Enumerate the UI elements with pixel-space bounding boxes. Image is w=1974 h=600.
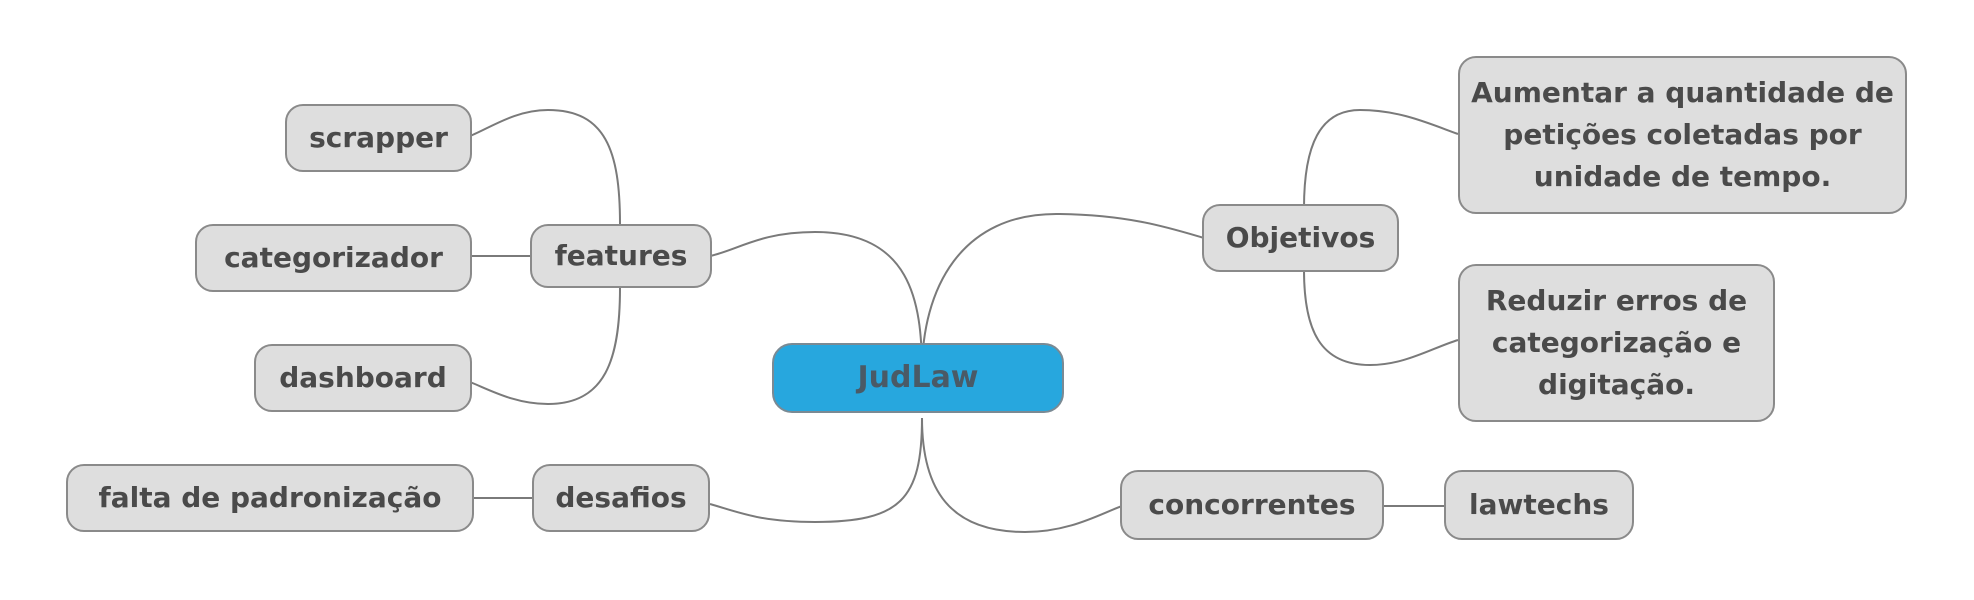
connector-objetivos-reduzir bbox=[1303, 269, 1459, 367]
connector-features-dashboard bbox=[469, 287, 621, 406]
objetivo-reduzir-node[interactable]: Reduzir erros de categorização e digitaç… bbox=[1458, 264, 1775, 422]
connector-features-scrapper bbox=[469, 108, 621, 225]
objetivos-node[interactable]: Objetivos bbox=[1202, 204, 1399, 272]
connector-root-objetivos bbox=[921, 212, 1205, 373]
connector-root-features bbox=[709, 230, 923, 373]
lawtechs-node[interactable]: lawtechs bbox=[1444, 470, 1634, 540]
connector-root-desafios bbox=[709, 417, 923, 524]
dashboard-node[interactable]: dashboard bbox=[254, 344, 472, 412]
root-node-judlaw[interactable]: JudLaw bbox=[772, 343, 1064, 413]
desafios-node[interactable]: desafios bbox=[532, 464, 710, 532]
connector-root-concorrentes bbox=[921, 417, 1123, 534]
categorizador-node[interactable]: categorizador bbox=[195, 224, 472, 292]
falta-de-padronizacao-node[interactable]: falta de padronização bbox=[66, 464, 474, 532]
features-node[interactable]: features bbox=[530, 224, 712, 288]
concorrentes-node[interactable]: concorrentes bbox=[1120, 470, 1384, 540]
objetivo-aumentar-node[interactable]: Aumentar a quantidade de petições coleta… bbox=[1458, 56, 1907, 214]
connector-objetivos-aumentar bbox=[1303, 108, 1459, 209]
scrapper-node[interactable]: scrapper bbox=[285, 104, 472, 172]
